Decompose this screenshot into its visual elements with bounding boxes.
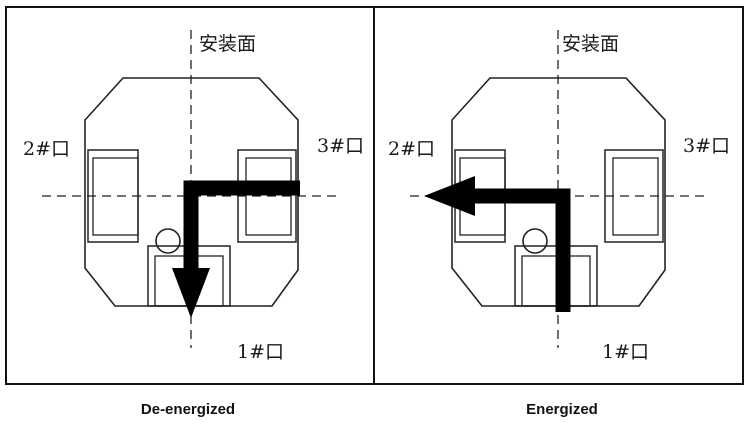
port-2-label: 2#口 <box>388 138 435 160</box>
port-2-label: 2#口 <box>23 138 70 160</box>
flow-arrowhead-down <box>172 268 210 318</box>
caption-de-energized: De-energized <box>140 401 236 418</box>
right-port-inner <box>612 157 659 236</box>
panel-de-energized: 安装面 2#口 3#口 1#口 <box>23 30 364 363</box>
flow-arrowhead-left <box>424 176 475 216</box>
right-port-outer <box>237 149 297 243</box>
flow-path <box>183 180 300 272</box>
panel-energized: 安装面 2#口 3#口 1#口 <box>388 30 730 363</box>
valve-ball <box>522 228 548 254</box>
left-port-inner <box>92 157 139 236</box>
port-1-label: 1#口 <box>602 341 649 363</box>
valve-body-outline <box>451 77 666 307</box>
valve-ball <box>155 228 181 254</box>
port-3-label: 3#口 <box>317 135 364 157</box>
mount-surface-label: 安装面 <box>199 33 256 55</box>
flow-path <box>470 188 571 312</box>
port-1-label: 1#口 <box>237 341 284 363</box>
caption-energized: Energized <box>526 401 598 418</box>
mount-surface-label: 安装面 <box>562 33 619 55</box>
right-port-inner <box>245 157 292 236</box>
right-port-outer <box>604 149 664 243</box>
port-3-label: 3#口 <box>683 135 730 157</box>
valve-body-outline <box>84 77 299 307</box>
